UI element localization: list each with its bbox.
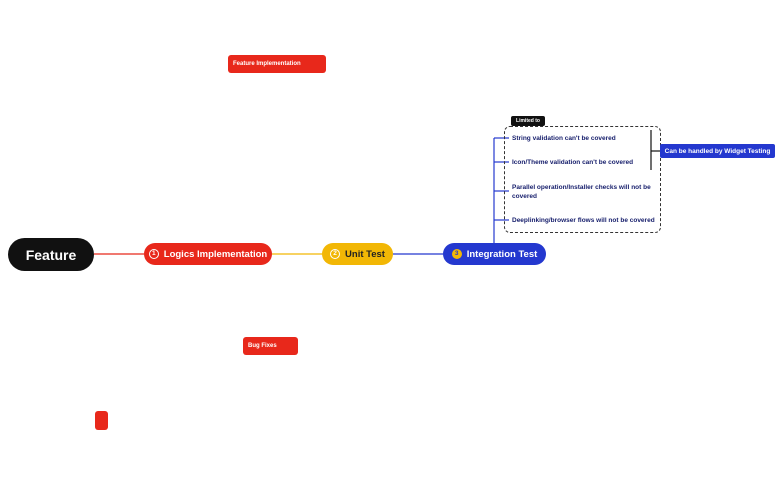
limit-item[interactable]: Parallel operation/Installer checks will…: [512, 184, 651, 200]
node-label: Unit Test: [345, 248, 385, 260]
empty-red-node[interactable]: [95, 411, 108, 430]
tag-bug-fixes[interactable]: Bug Fixes: [243, 337, 298, 355]
node-unit-test[interactable]: 2 Unit Test: [322, 243, 393, 265]
root-node-label: Feature: [25, 246, 77, 263]
node-logics-implementation[interactable]: 1 Logics Implementation: [144, 243, 272, 265]
node-label: Logics Implementation: [163, 248, 268, 260]
tag-feature-implementation[interactable]: Feature Implementation: [228, 55, 326, 73]
node-label: Integration Test: [466, 248, 538, 260]
node-integration-test[interactable]: 3 Integration Test: [443, 243, 546, 265]
step-number-badge: 1: [148, 249, 159, 259]
limit-item[interactable]: Icon/Theme validation can't be covered: [512, 159, 634, 166]
limit-item[interactable]: String validation can't be covered: [512, 135, 616, 142]
step-number-badge: 2: [330, 249, 341, 259]
root-node-feature[interactable]: Feature: [8, 238, 94, 271]
limit-item[interactable]: Deeplinking/browser flows will not be co…: [512, 217, 655, 224]
limits-boundary: [504, 126, 661, 233]
step-number-badge: 3: [451, 249, 462, 259]
widget-testing-note[interactable]: Can be handled by Widget Testing: [660, 144, 775, 158]
limited-to-label: Limited to: [511, 116, 545, 126]
